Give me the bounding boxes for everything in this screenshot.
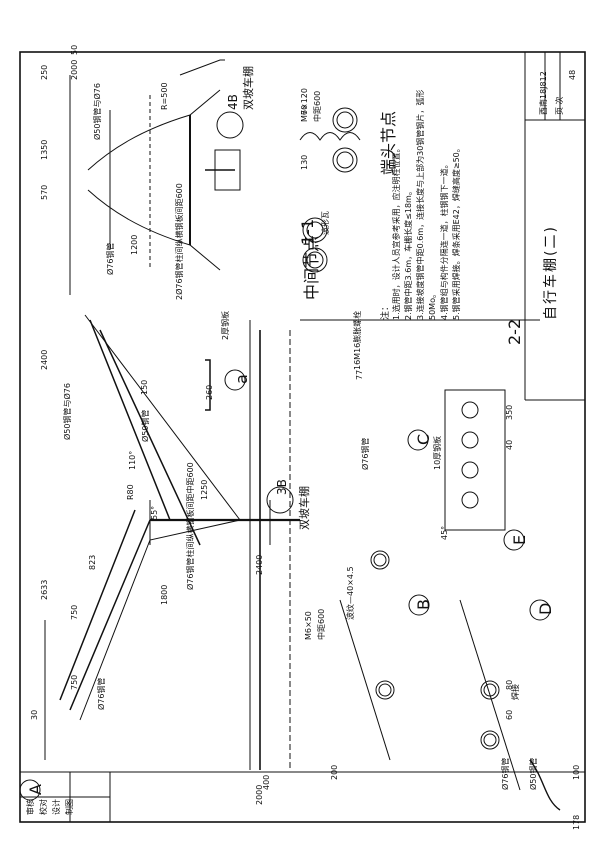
dim-77: 77 [355,369,364,380]
dim-40: 40 [505,439,514,450]
detail-A-label: A [26,784,45,795]
sheet-border [19,51,586,823]
detail-E-label: E [510,534,529,545]
dim-60: 60 [505,709,514,720]
label-pipe76-4b: Ø76钢管 [106,242,115,275]
label-pipe76-D: Ø76钢管 [501,757,510,790]
dim-1250: 1250 [200,479,209,500]
dim-50: 50 [70,44,79,55]
label-bolt16: 16M16膨胀螺栓 [353,310,362,370]
dim-250: 250 [40,64,49,80]
base-plate-c [444,389,506,531]
dim-70: 70 [300,104,309,115]
label-col-spacing: Ø76钢管柱间纵横钢板间距中距600 [186,462,195,590]
dim-80: 80 [505,679,514,690]
view-circle-3b [266,486,294,514]
detail-circle-D-ring [529,599,551,621]
label-R80: R80 [126,484,135,500]
label-pipe76-C: Ø76钢管 [361,437,370,470]
label-base-plate: 2Ø76钢管柱间纵横钢板间距600 [175,183,184,300]
dim-750b: 750 [70,674,79,690]
detail-circle-A-ring [19,779,41,801]
note-2: 2.钢管中距3.6m，车棚长度≤18m。 [404,187,413,320]
view-3b-title: 双坡车棚 [298,486,311,530]
note-3: 3.连接坡度钢管中距0.6m，连接长度与上部为30钢管钢片，弧形 [416,89,425,320]
dim-570: 570 [40,184,49,200]
drawing-title: 自行车棚(二) [543,225,559,320]
label-at600: 中距600 [313,90,322,122]
view-circle-4b [216,111,244,139]
dim-45deg: 45° [440,525,449,540]
section-2-label: 2-2 [505,318,524,345]
dim-1350: 1350 [40,139,49,160]
dim-2400-bottom: 2400 [255,554,264,575]
label-plate10: 10厚钢板 [433,435,442,470]
section-1-label: 1-1 [298,218,317,245]
dim-260: 260 [205,384,214,400]
label-slat: 波纹—40×4.5 [346,566,355,620]
notes-heading: 注： [381,301,391,320]
page-number: 178 [572,814,581,830]
label-pipe50-D: Ø50钢管 [529,757,538,790]
roof-line-4b [179,59,225,76]
roof-arc-4b-lower [87,189,221,271]
role-3: 设计 [52,799,61,815]
dim-2000-4b: 2000 [70,59,79,80]
label-pipe50-76-3b: Ø50钢管与Ø76 [63,383,72,440]
detail-circle-B-ring [408,594,430,616]
dim-110deg: 110° [128,450,137,470]
note-5: 5.钢管采用焊接。焊条采用E42，焊缝高度≥50。 [452,144,461,320]
dim-30: 30 [30,709,39,720]
detail-a-label: a [232,374,251,384]
page-value: 48 [568,69,577,80]
dim-350: 350 [505,404,514,420]
roof-arc-4b [87,89,221,171]
dim-2400-top: 2400 [40,349,49,370]
corrugated-sheet [299,132,361,141]
dim-823: 823 [88,554,97,570]
dim-200: 200 [330,764,339,780]
note-3b: 50Mo。 [428,290,437,320]
detail-B-label: B [414,599,433,610]
view-4b-title: 双坡车棚 [242,66,255,110]
role-2: 校对 [39,799,48,815]
label-pipe50-3b: Ø50钢管 [141,409,150,442]
dim-130: 130 [300,154,309,170]
label-pipe76-3b: Ø76钢管 [97,677,106,710]
detail-circle-a [224,369,246,391]
label-at600-A: 中距600 [317,608,326,640]
atlas-label: 西南18J812 [539,71,548,115]
dim-2633: 2633 [40,579,49,600]
page-label: 页 次 [555,96,564,115]
label-M6x50: M6×50 [304,611,313,640]
label-pipe50-76: Ø50钢管与Ø76 [93,83,102,140]
detail-C-label: C [414,433,433,445]
dim-750a: 750 [70,604,79,620]
channel-a [205,359,211,411]
dim-55deg: 55° [150,505,159,520]
view-4b-circle: 4B [226,94,240,110]
note-1: 1.选用时，设计人员宜参考采用，应注明柱位置。 [392,144,401,320]
detail-circle-E-ring [503,529,525,551]
detail-a-plate: 2厚钢板 [221,310,230,340]
dim-1800: 1800 [160,584,169,605]
detail-D-label: D [536,602,555,615]
note-4: 4.钢管组与构件分隔连一道，柱钢钢下一道。 [440,160,449,320]
label-corrugated: 波形瓦 [321,211,330,235]
middle-node-label: 中间节点 [302,235,321,300]
dim-100: 100 [572,764,581,780]
detail-circle-C-ring [407,429,429,451]
role-1: 审核 [26,799,35,815]
dim-400: 400 [262,774,271,790]
label-R500: R=500 [160,82,169,110]
dim-150: 150 [140,379,149,395]
dim-1200: 1200 [130,234,139,255]
view-3b-circle: 3B [275,479,289,495]
footing-4b [214,149,241,191]
role-4: 制图 [65,799,74,815]
truss-3b [79,314,241,721]
